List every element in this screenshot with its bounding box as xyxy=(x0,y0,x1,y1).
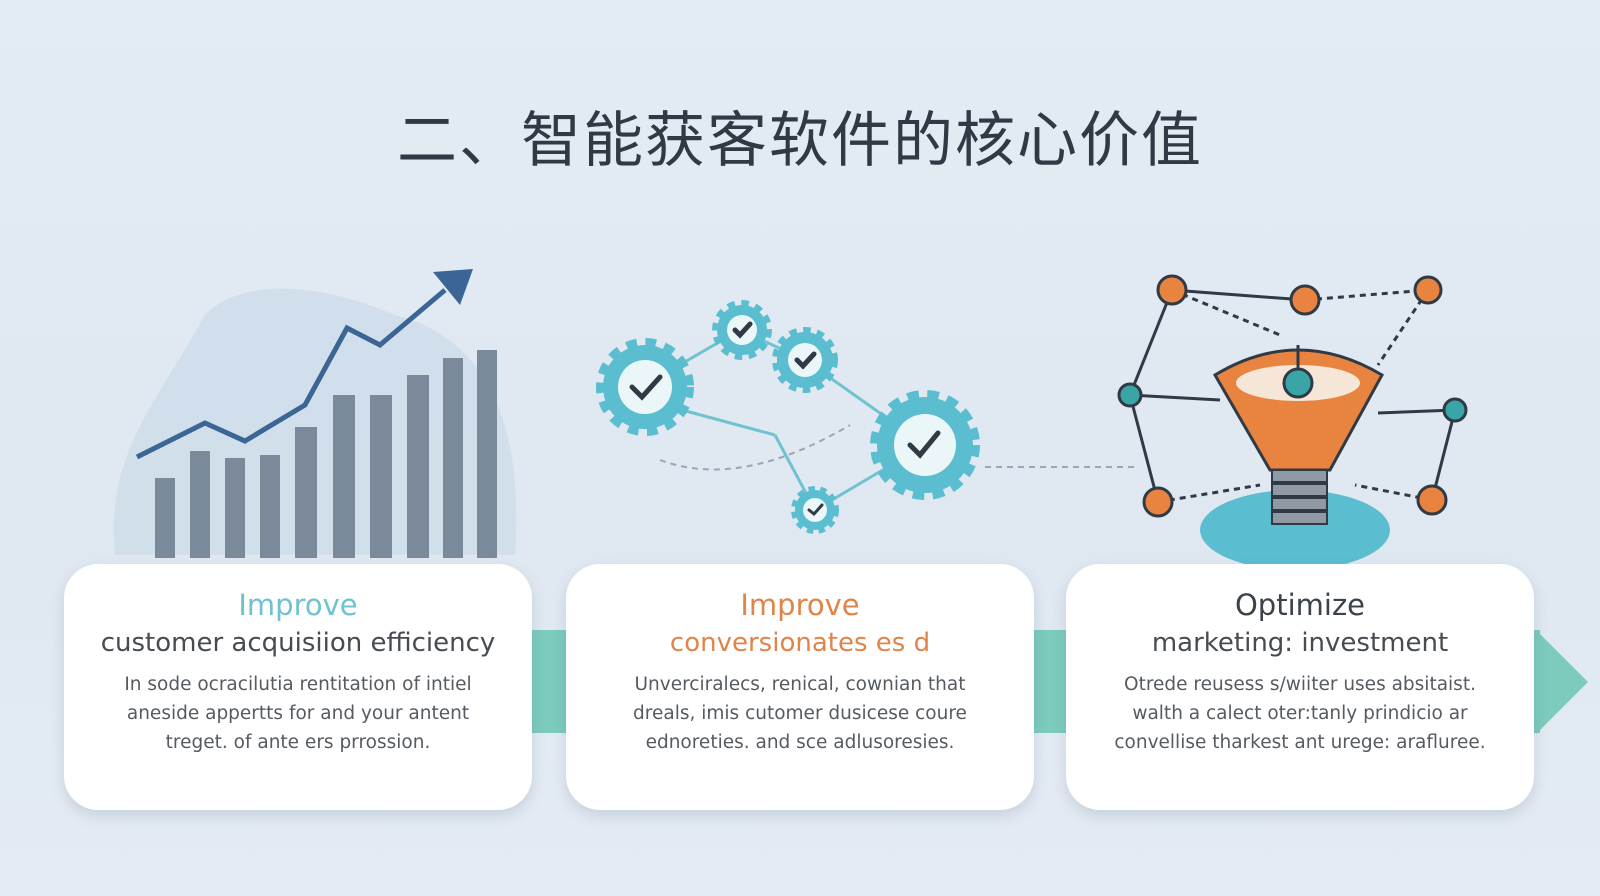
card-body: In sode ocracilutia rentitation of intie… xyxy=(64,670,532,757)
card-body: Otrede reusess s/wiiter uses absitaist. … xyxy=(1066,670,1534,757)
body-line: walth a calect oter:tanly prindicio ar xyxy=(1132,703,1468,724)
body-line: aneside appertts for and your antent xyxy=(126,703,470,724)
card-subheading: marketing: investment xyxy=(1151,628,1449,658)
page-title: 二、智能获客软件的核心价值 xyxy=(397,106,1203,176)
gear-network-icon xyxy=(596,300,980,534)
body-line: ednoreties. and sce adlusoresies. xyxy=(645,732,955,753)
value-card-investment: Optimize marketing: investment Otrede re… xyxy=(1066,564,1534,810)
funnel-network-icon xyxy=(1117,274,1468,565)
body-line: Otrede reusess s/wiiter uses absitaist. xyxy=(1124,674,1476,695)
card-subheading: customer acquisiion efficiency xyxy=(100,628,496,658)
value-card-conversion: Improve conversionates es d Unverciralec… xyxy=(566,564,1034,810)
body-line: treget. of ante ers prrossion. xyxy=(165,732,431,753)
body-line: In sode ocracilutia rentitation of intie… xyxy=(124,674,472,695)
card-body: Unverciralecs, renical, cownian that dre… xyxy=(566,670,1034,757)
card-subheading: conversionates es d xyxy=(669,628,931,658)
value-card-efficiency: Improve customer acquisiion efficiency I… xyxy=(64,564,532,810)
card-heading: Improve xyxy=(238,588,358,622)
dashed-connector xyxy=(985,466,1135,468)
body-line: Unverciralecs, renical, cownian that xyxy=(634,674,966,695)
body-line: dreals, imis cutomer dusicese coure xyxy=(633,703,967,724)
arrow-head xyxy=(1536,630,1588,734)
growth-chart-icon xyxy=(113,269,517,558)
card-heading: Optimize xyxy=(1234,588,1366,622)
card-heading: Improve xyxy=(740,588,860,622)
body-line: convellise tharkest ant urege: araflureе… xyxy=(1114,732,1486,753)
